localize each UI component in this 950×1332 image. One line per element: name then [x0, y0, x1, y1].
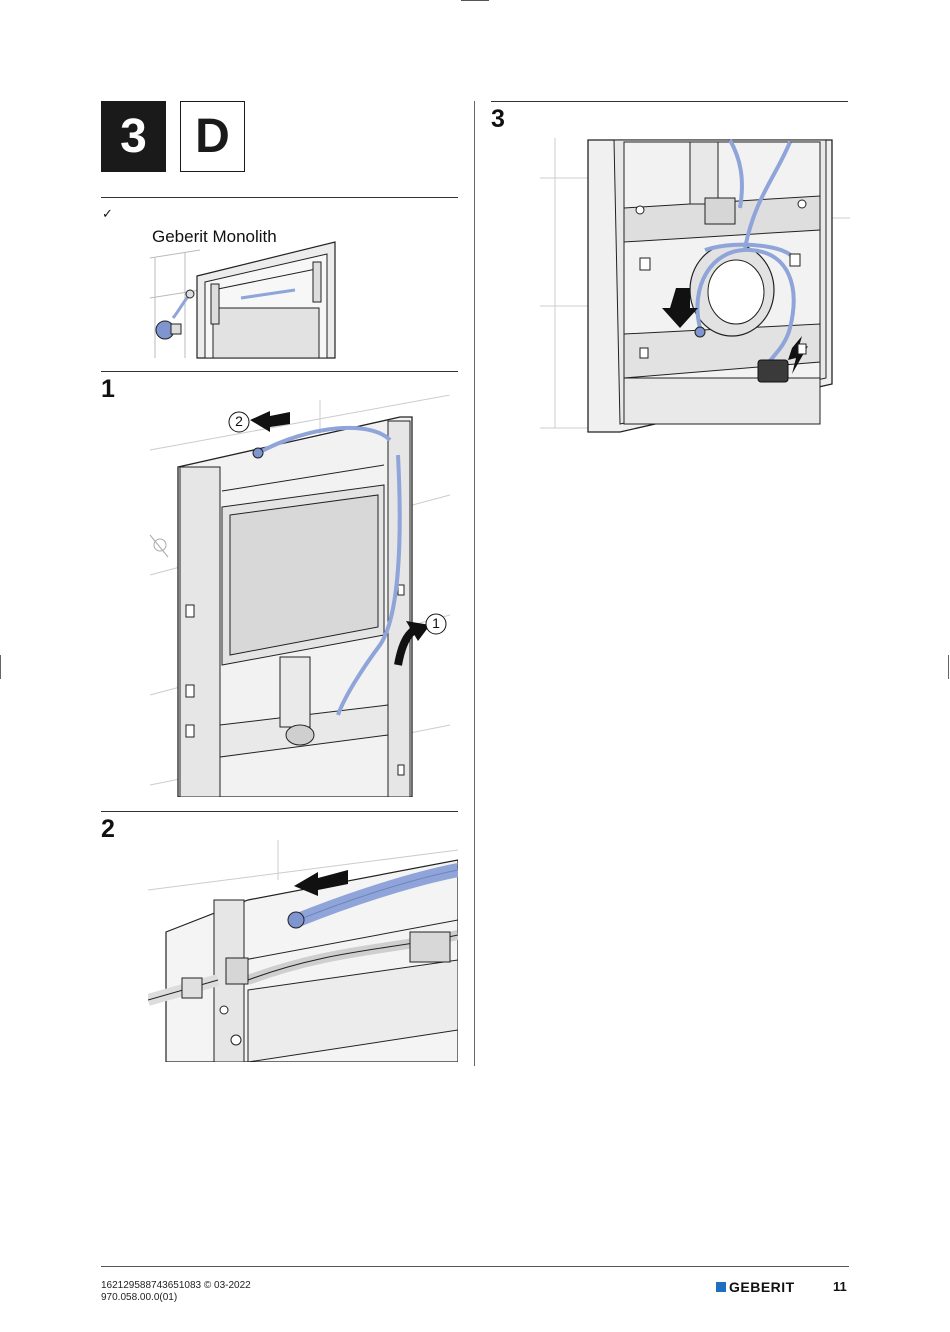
check-mark: ✓ — [102, 206, 113, 221]
logo-text: GEBERIT — [729, 1279, 795, 1295]
geberit-logo: GEBERIT — [716, 1279, 795, 1295]
rule-step-2 — [101, 811, 458, 812]
product-name: Geberit Monolith — [152, 227, 277, 246]
step-1-number: 1 — [101, 375, 115, 403]
step-2-number: 2 — [101, 815, 115, 843]
variant-badge: D — [180, 101, 245, 172]
chapter-badge: 3 — [101, 101, 166, 172]
rule-header — [101, 197, 458, 198]
step-3-number: 3 — [491, 105, 505, 133]
callout-1-icon — [425, 613, 447, 635]
monolith-figure — [149, 241, 336, 359]
step-2-figure — [148, 840, 458, 1062]
top-crop-mark — [461, 0, 489, 1]
page-number: 11 — [833, 1279, 847, 1294]
logo-square-icon — [716, 1282, 726, 1292]
step-1-figure — [149, 395, 451, 797]
callout-1-label: 1 — [432, 615, 440, 631]
callout-2-icon — [228, 411, 250, 433]
step-3-figure — [540, 138, 850, 433]
rule-step-3 — [491, 101, 848, 102]
right-crop-mark — [948, 655, 949, 679]
footer-doc-id: 1621295887436510​83 © 03-2022 — [101, 1280, 251, 1291]
column-divider — [474, 101, 475, 1066]
footer-doc-number: 970.058.00.0(01) — [101, 1292, 178, 1303]
callout-2-label: 2 — [235, 413, 243, 429]
rule-step-1 — [101, 371, 458, 372]
footer-rule — [101, 1266, 849, 1267]
left-crop-mark — [0, 655, 1, 679]
